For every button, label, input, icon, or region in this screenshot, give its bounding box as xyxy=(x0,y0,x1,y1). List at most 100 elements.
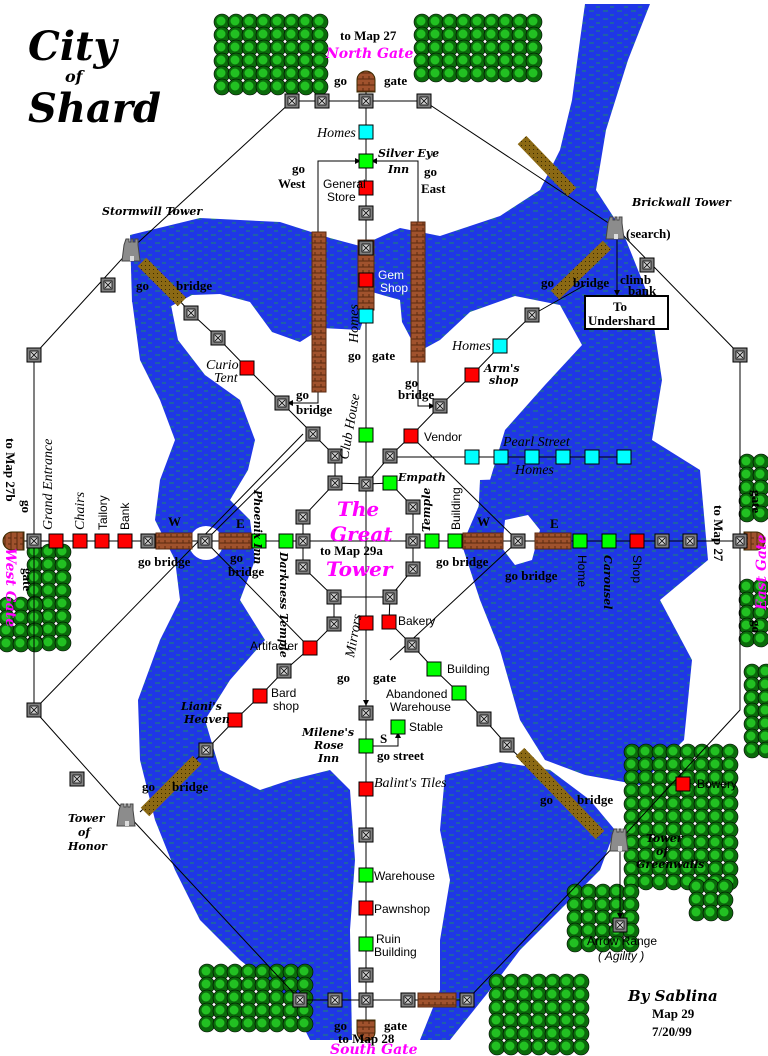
north-gate-name[interactable]: North Gate xyxy=(325,46,414,62)
to-undershard-1[interactable]: To xyxy=(613,299,627,314)
shop-marker[interactable] xyxy=(675,776,691,792)
junction-marker[interactable] xyxy=(327,475,343,491)
junction-marker[interactable] xyxy=(26,347,42,363)
west-gate-icon[interactable] xyxy=(2,531,25,551)
junction-marker[interactable] xyxy=(26,533,42,549)
shop-marker[interactable] xyxy=(464,367,480,383)
junction-marker[interactable] xyxy=(69,771,85,787)
shop-marker[interactable] xyxy=(629,533,645,549)
junction-marker[interactable] xyxy=(459,992,475,1008)
tower-of-honor-icon[interactable] xyxy=(116,803,136,827)
building-marker[interactable] xyxy=(426,661,442,677)
home-marker[interactable] xyxy=(358,308,374,324)
great-tower-line-3[interactable]: Tower xyxy=(326,557,394,581)
junction-marker[interactable] xyxy=(26,702,42,718)
junction-marker[interactable] xyxy=(327,992,343,1008)
shop-marker[interactable] xyxy=(381,614,397,630)
shop-marker[interactable] xyxy=(403,428,419,444)
junction-marker[interactable] xyxy=(198,742,214,758)
junction-marker[interactable] xyxy=(295,533,311,549)
junction-marker[interactable] xyxy=(274,395,290,411)
junction-marker[interactable] xyxy=(358,967,374,983)
shop-marker[interactable] xyxy=(117,533,133,549)
stormwill-tower-icon[interactable] xyxy=(121,238,141,262)
junction-marker[interactable] xyxy=(400,992,416,1008)
junction-marker[interactable] xyxy=(305,426,321,442)
east-gate-name[interactable]: East Gate xyxy=(754,535,768,611)
shop-marker[interactable] xyxy=(302,640,318,656)
north-gate-icon[interactable] xyxy=(356,70,376,93)
shop-marker[interactable] xyxy=(358,272,374,288)
home-marker[interactable] xyxy=(492,338,508,354)
great-tower-line-2[interactable]: Great xyxy=(330,522,393,546)
building-marker[interactable] xyxy=(572,533,588,549)
junction-marker[interactable] xyxy=(327,448,343,464)
shop-marker[interactable] xyxy=(358,900,374,916)
junction-marker[interactable] xyxy=(732,347,748,363)
building-marker[interactable] xyxy=(382,475,398,491)
junction-marker[interactable] xyxy=(358,205,374,221)
east-gate-icon[interactable] xyxy=(743,531,766,551)
west-gate-name[interactable]: West Gate xyxy=(2,548,18,627)
shop-marker[interactable] xyxy=(358,180,374,196)
south-gate-icon[interactable] xyxy=(356,1019,376,1042)
home-marker[interactable] xyxy=(584,449,600,465)
shop-marker[interactable] xyxy=(358,781,374,797)
shop-marker[interactable] xyxy=(227,712,243,728)
junction-marker[interactable] xyxy=(682,533,698,549)
junction-marker[interactable] xyxy=(276,663,292,679)
junction-marker[interactable] xyxy=(732,533,748,549)
brickwall-tower-icon[interactable] xyxy=(605,216,625,240)
building-marker[interactable] xyxy=(358,936,374,952)
building-marker[interactable] xyxy=(601,533,617,549)
shop-marker[interactable] xyxy=(239,360,255,376)
building-marker[interactable] xyxy=(358,153,374,169)
junction-marker[interactable] xyxy=(382,448,398,464)
junction-marker[interactable] xyxy=(210,330,226,346)
building-marker[interactable] xyxy=(358,427,374,443)
home-marker[interactable] xyxy=(616,449,632,465)
shop-marker[interactable] xyxy=(358,615,374,631)
building-marker[interactable] xyxy=(451,685,467,701)
junction-marker[interactable] xyxy=(654,533,670,549)
junction-marker[interactable] xyxy=(476,711,492,727)
shop-marker[interactable] xyxy=(72,533,88,549)
home-marker[interactable] xyxy=(358,124,374,140)
building-marker[interactable] xyxy=(358,867,374,883)
junction-marker[interactable] xyxy=(416,93,432,109)
building-marker[interactable] xyxy=(358,738,374,754)
home-marker[interactable] xyxy=(493,449,509,465)
building-marker[interactable] xyxy=(251,533,267,549)
shop-marker[interactable] xyxy=(252,688,268,704)
junction-marker[interactable] xyxy=(284,93,300,109)
junction-marker[interactable] xyxy=(499,737,515,753)
junction-marker[interactable] xyxy=(612,917,628,933)
junction-marker[interactable] xyxy=(326,589,342,605)
building-marker[interactable] xyxy=(447,533,463,549)
south-gate-name[interactable]: South Gate xyxy=(330,1042,418,1056)
junction-marker[interactable] xyxy=(510,533,526,549)
home-marker[interactable] xyxy=(464,449,480,465)
junction-marker[interactable] xyxy=(292,992,308,1008)
junction-marker[interactable] xyxy=(326,616,342,632)
junction-marker[interactable] xyxy=(405,499,421,515)
junction-marker[interactable] xyxy=(405,533,421,549)
junction-marker[interactable] xyxy=(197,533,213,549)
tower-of-greenwalls-icon[interactable] xyxy=(609,828,629,852)
junction-marker[interactable] xyxy=(295,509,311,525)
junction-marker[interactable] xyxy=(405,561,421,577)
junction-marker[interactable] xyxy=(404,637,420,653)
junction-marker[interactable] xyxy=(295,559,311,575)
home-marker[interactable] xyxy=(555,449,571,465)
home-marker[interactable] xyxy=(524,449,540,465)
junction-marker[interactable] xyxy=(358,827,374,843)
junction-marker[interactable] xyxy=(358,240,374,256)
junction-marker[interactable] xyxy=(183,305,199,321)
junction-marker[interactable] xyxy=(314,93,330,109)
shop-marker[interactable] xyxy=(94,533,110,549)
to-undershard-2[interactable]: Undershard xyxy=(588,313,656,328)
junction-marker[interactable] xyxy=(524,307,540,323)
junction-marker[interactable] xyxy=(432,398,448,414)
building-marker[interactable] xyxy=(390,719,406,735)
junction-marker[interactable] xyxy=(639,257,655,273)
